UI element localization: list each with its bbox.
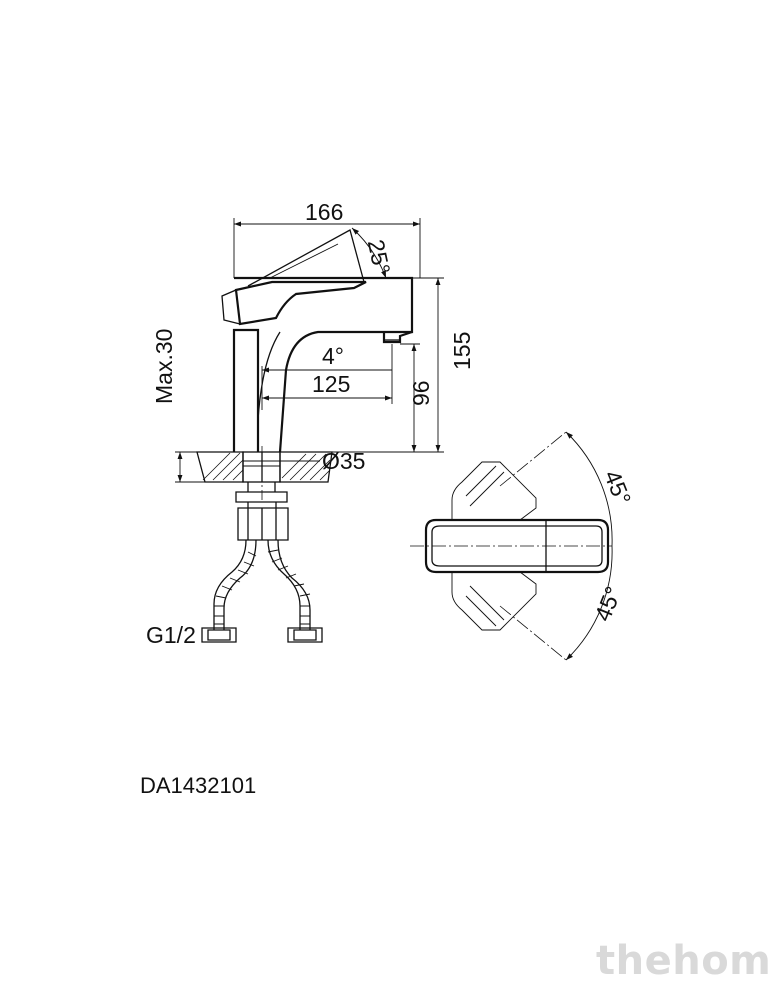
thread-label: G1/2 [146, 622, 196, 648]
dim-4-deg: 4° [322, 343, 344, 369]
dim-45-deg-bottom: 45° [589, 583, 626, 625]
faucet-body [221, 229, 414, 453]
dim-25-deg: 25° [363, 237, 396, 276]
dim-max-30: Max.30 [151, 329, 177, 404]
dim-155: 155 [449, 332, 475, 370]
front-dimension-texts: 166 25° 155 4° 125 96 Max.30 Ø35 G1/2 [146, 199, 475, 648]
dim-45-deg-top: 45° [599, 467, 636, 509]
flexible-hoses [201, 539, 323, 643]
watermark-logo: thehome [596, 938, 773, 984]
dim-166: 166 [305, 199, 343, 225]
dim-diameter-35: Ø35 [322, 448, 365, 474]
dim-125: 125 [312, 371, 350, 397]
faucet-top-view [410, 431, 613, 661]
dim-96: 96 [408, 380, 434, 406]
faucet-front-view [175, 229, 414, 643]
front-dimension-lines [177, 218, 444, 482]
countertop-section [175, 451, 333, 483]
model-number: DA1432101 [140, 773, 257, 798]
